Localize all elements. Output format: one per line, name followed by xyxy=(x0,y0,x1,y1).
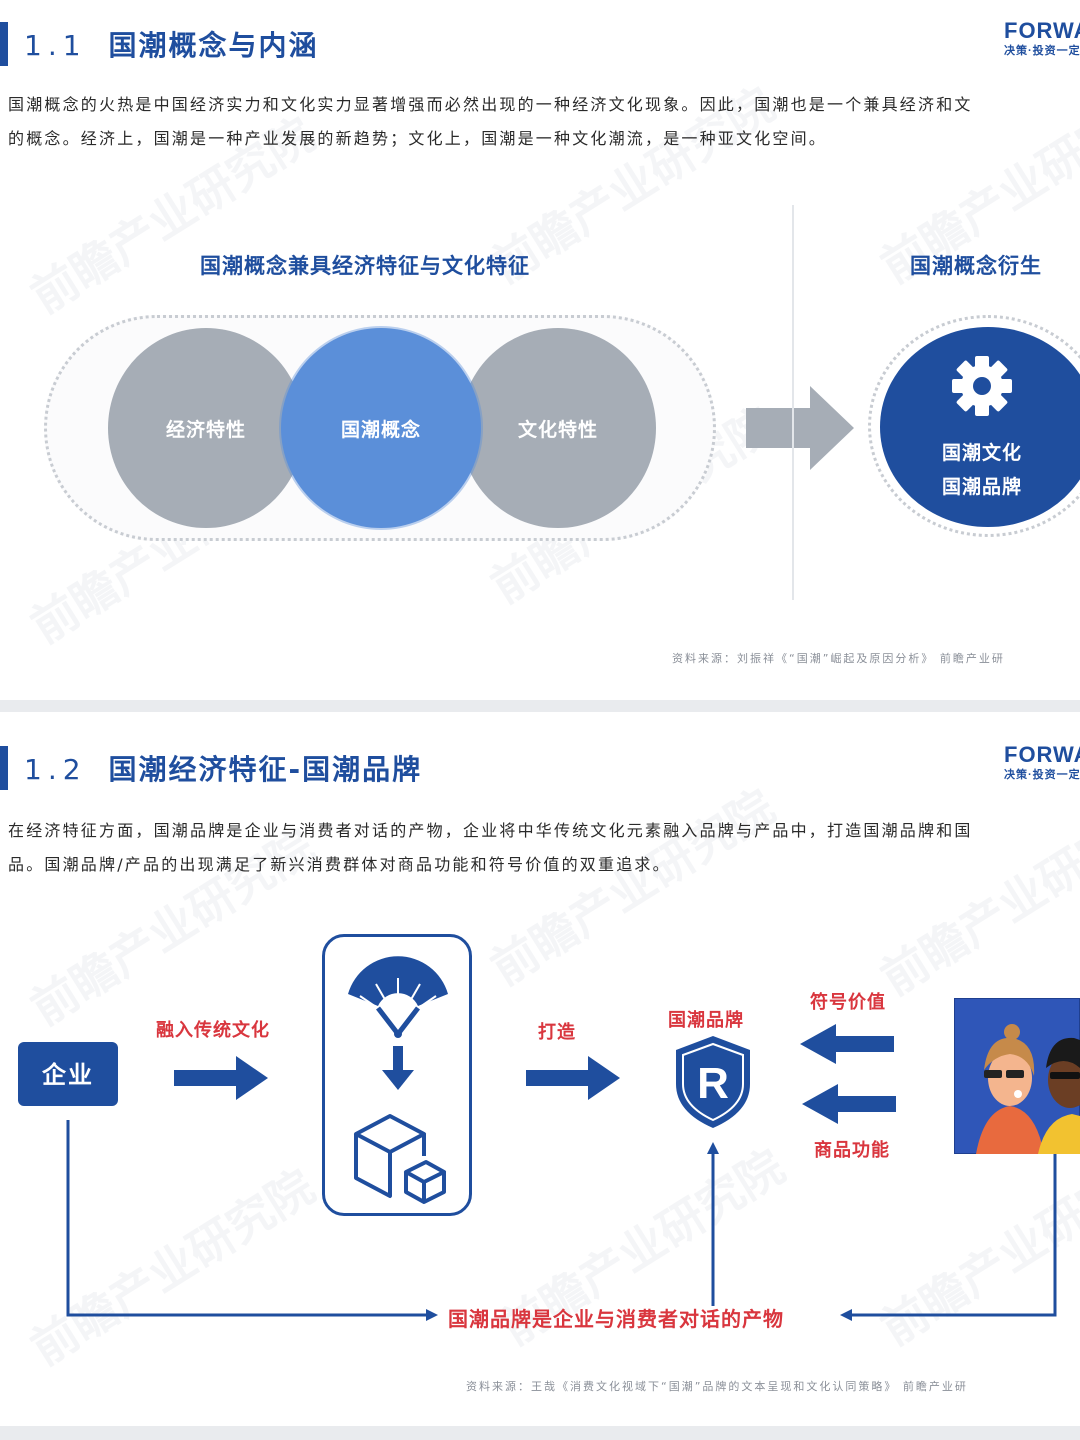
title-accent-bar xyxy=(0,22,8,66)
paragraph-line: 国潮概念的火热是中国经济实力和文化实力显著增强而必然出现的一种经济文化现象。因此… xyxy=(8,95,973,114)
intro-paragraph: 国潮概念的火热是中国经济实力和文化实力显著增强而必然出现的一种经济文化现象。因此… xyxy=(8,88,1080,156)
left-arrow-icon xyxy=(800,1024,894,1064)
forward-logo: FORWA 决策·投资一定 xyxy=(1004,18,1080,57)
enterprise-box: 企业 xyxy=(18,1042,118,1106)
paragraph-line: 品。国潮品牌/产品的出现满足了新兴消费群体对商品功能和符号价值的双重追求。 xyxy=(8,855,671,874)
fan-to-product-illustration xyxy=(348,956,448,1204)
gear-icon xyxy=(952,356,1012,416)
paragraph-line: 在经济特征方面，国潮品牌是企业与消费者对话的产物，企业将中华传统文化元素融入品牌… xyxy=(8,821,973,840)
derived-item-culture: 国潮文化 xyxy=(941,442,1022,464)
right-arrow-icon xyxy=(526,1056,620,1100)
source-note: 资料来源：刘振祥《“国潮”崛起及原因分析》 前瞻产业研 xyxy=(672,652,1005,665)
section-number: 1.1 xyxy=(24,29,87,62)
dialogue-product-label: 国潮品牌是企业与消费者对话的产物 xyxy=(448,1307,784,1331)
brand-label: 国潮品牌 xyxy=(668,1010,744,1031)
flow-connectors xyxy=(66,1120,1057,1321)
source-note: 资料来源：王哉《消费文化视域下“国潮”品牌的文本呈现和文化认同策略》 前瞻产业研 xyxy=(466,1380,968,1393)
slide-separator xyxy=(0,700,1080,712)
section-number: 1.2 xyxy=(24,753,87,786)
product-function-label: 商品功能 xyxy=(814,1140,890,1161)
slide-1-2: 前瞻产业研究院 前瞻产业研究院 前瞻产业研究院 前瞻产业研究院 前瞻产业研究院 … xyxy=(0,712,1080,1426)
right-diagram-heading: 国潮概念衍生 xyxy=(910,254,1042,278)
slide-1-1: 前瞻产业研究院 前瞻产业研究院 前瞻产业研究院 前瞻产业研究院 前瞻产业研究院 … xyxy=(0,0,1080,700)
circle-guochao-concept: 国潮概念 xyxy=(281,328,481,528)
circle-cultural: 文化特性 xyxy=(460,328,656,528)
integrate-culture-label: 融入传统文化 xyxy=(156,1020,270,1041)
svg-text:R: R xyxy=(697,1059,729,1108)
section-title: 1.1 国潮概念与内涵 xyxy=(24,24,319,64)
forward-logo: FORWA 决策·投资一定 xyxy=(1004,742,1080,781)
title-accent-bar xyxy=(0,746,8,790)
down-arrow-icon xyxy=(382,1046,414,1090)
right-arrow-icon xyxy=(174,1056,268,1100)
create-label: 打造 xyxy=(538,1022,576,1043)
fan-icon xyxy=(348,956,448,1039)
divider-line xyxy=(792,205,794,600)
cubes-icon xyxy=(354,1114,446,1204)
left-arrow-icon xyxy=(802,1084,896,1124)
slide-separator xyxy=(0,1426,1080,1440)
intro-paragraph: 在经济特征方面，国潮品牌是企业与消费者对话的产物，企业将中华传统文化元素融入品牌… xyxy=(8,814,1080,882)
circle-economic: 经济特性 xyxy=(108,328,304,528)
section-title-text: 国潮经济特征-国潮品牌 xyxy=(108,753,423,786)
section-title: 1.2 国潮经济特征-国潮品牌 xyxy=(24,748,422,788)
shield-r-icon: R xyxy=(676,1036,750,1128)
paragraph-line: 的概念。经济上，国潮是一种产业发展的新趋势；文化上，国潮是一种文化潮流，是一种亚… xyxy=(8,129,828,148)
consumers-illustration xyxy=(954,998,1080,1154)
derived-item-brand: 国潮品牌 xyxy=(941,476,1022,498)
symbol-value-label: 符号价值 xyxy=(810,992,886,1013)
derived-ring-outline xyxy=(868,315,1080,537)
section-title-text: 国潮概念与内涵 xyxy=(108,29,319,62)
left-diagram-heading: 国潮概念兼具经济特征与文化特征 xyxy=(200,254,530,278)
right-arrow-icon xyxy=(746,386,854,470)
